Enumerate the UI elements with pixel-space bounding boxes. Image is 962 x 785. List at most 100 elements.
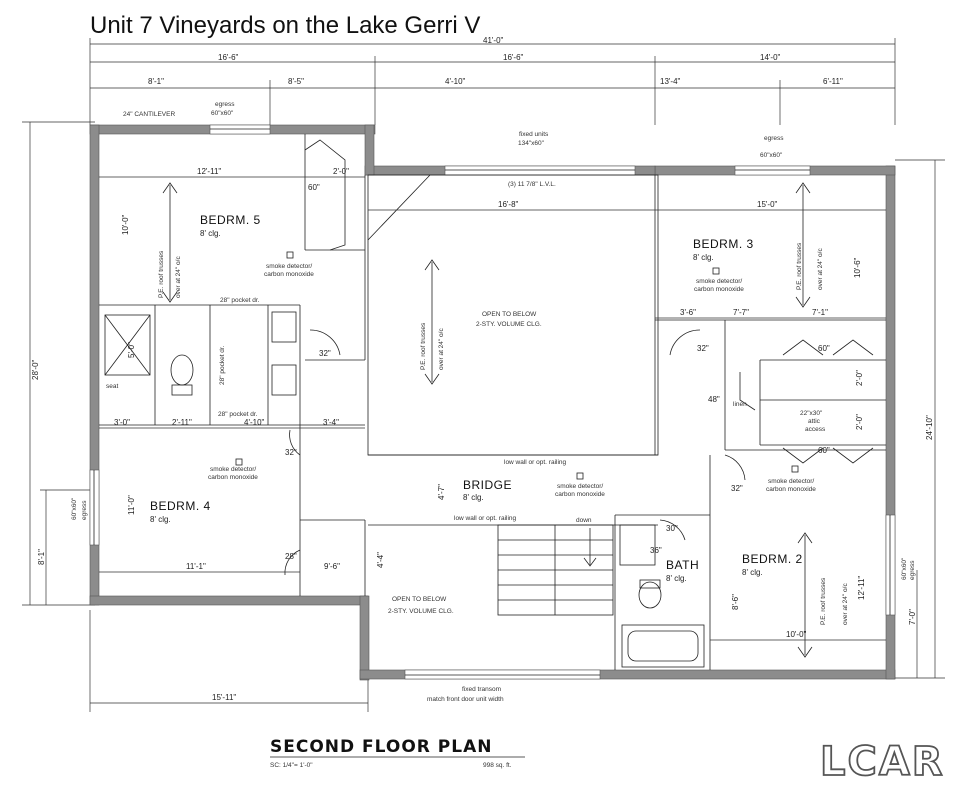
note-truss-4: P.E. roof trusses: [820, 577, 827, 625]
note-attic-access: access: [805, 426, 826, 433]
dim-b3-b: 7'-7": [733, 308, 749, 317]
note-transom: fixed transom: [462, 686, 501, 693]
dim-right-height: 24'-10": [925, 415, 934, 440]
plan-scale: SC: 1/4"= 1'-0": [270, 762, 313, 769]
dim-door-48: 48": [708, 395, 720, 404]
note-smoke-4: smoke detector/: [557, 483, 603, 490]
note-open-below-1: OPEN TO BELOW: [482, 311, 537, 318]
note-lvl: (3) 11 7/8" L.V.L.: [508, 181, 556, 188]
dim-top-a: 16'-6": [218, 53, 239, 62]
dim-sub-d: 13'-4": [660, 77, 681, 86]
dim-b2-height: 12'-11": [857, 576, 866, 600]
note-truss-1b: over at 24" o/c: [175, 256, 182, 298]
note-truss-2: P.E. roof trusses: [420, 322, 427, 370]
dim-bath-c: 4'-10": [244, 418, 265, 427]
note-smoke-1: smoke detector/: [266, 263, 312, 270]
note-smoke-1b: carbon monoxide: [264, 271, 314, 278]
closet-doors: [739, 339, 874, 464]
dim-left-height: 28'-0": [31, 359, 40, 380]
dim-top-c: 14'-0": [760, 53, 781, 62]
room-bedrm4-ceiling: 8' clg.: [150, 515, 171, 524]
note-egress-right-size: 60"x60": [760, 152, 783, 159]
note-open-below-1b: 2-STY. VOLUME CLG.: [476, 321, 542, 328]
dim-closet-b4: 9'-6": [324, 562, 340, 571]
dim-hall-a: 3'-4": [323, 418, 339, 427]
dim-sub-e: 6'-11": [823, 77, 843, 86]
dim-b4-width: 11'-1": [186, 562, 206, 571]
note-attic: attic: [808, 418, 821, 425]
room-bridge-ceiling: 8' clg.: [463, 493, 484, 502]
note-smoke-3b: carbon monoxide: [208, 474, 258, 481]
note-pocket-1: 28" pocket dr.: [220, 297, 260, 304]
note-egress-left: egress: [81, 500, 88, 520]
room-bedrm5-ceiling: 8' clg.: [200, 229, 221, 238]
room-bedrm3: BEDRM. 3: [693, 237, 754, 251]
note-egress-right: egress: [764, 135, 784, 142]
dim-b4-height: 11'-0": [127, 495, 136, 515]
exterior-walls: [89, 124, 896, 681]
room-bedrm3-ceiling: 8' clg.: [693, 253, 714, 262]
note-fixed-units: fixed units: [519, 131, 549, 138]
note-pocket-2: 28" pocket dr.: [219, 345, 226, 385]
note-truss-1: P.E. roof trusses: [158, 250, 165, 298]
dim-door-28: 28": [285, 552, 297, 561]
dim-bridge-height: 4'-7": [437, 484, 446, 500]
dim-door-36: 36": [650, 546, 662, 555]
note-low-wall-2: low wall or opt. railing: [454, 515, 517, 522]
dim-closet-20b: 2'-0": [855, 414, 864, 430]
dim-sub-b: 8'-5": [288, 77, 304, 86]
plan-title: SECOND FLOOR PLAN: [270, 737, 492, 757]
note-attic-size: 22"x30": [800, 410, 823, 417]
room-bath-ceiling: 8' clg.: [666, 574, 687, 583]
dim-bath-height: 5'-0": [127, 342, 136, 358]
fixtures: [104, 311, 662, 609]
dim-stair-height: 4'-4": [376, 552, 385, 568]
dim-right-low: 7'-0": [908, 609, 917, 625]
note-egress-left-size: 60"x60": [71, 497, 78, 520]
note-egress-top-size: 60"x60": [211, 110, 234, 117]
dim-door-30: 30": [666, 524, 678, 533]
truss-arrows: [162, 182, 813, 658]
note-egress-top: egress: [215, 101, 235, 108]
dim-bottom-width: 15'-11": [212, 693, 236, 702]
dim-door-32a: 32": [319, 349, 331, 358]
dim-b5-height: 10'-0": [121, 214, 130, 235]
note-open-below-2b: 2-STY. VOLUME CLG.: [388, 608, 454, 615]
dim-bath-a: 3'-0": [114, 418, 130, 427]
plan-area: 998 sq. ft.: [483, 762, 512, 769]
note-cantilever: 24" CANTILEVER: [123, 111, 175, 118]
left-dimensions: 28'-0" 8'-1": [22, 121, 95, 606]
dim-b3-c: 7'-1": [812, 308, 828, 317]
right-dimensions: 24'-10" 7'-0": [895, 159, 945, 679]
note-smoke-3: smoke detector/: [210, 466, 256, 473]
note-smoke-5: smoke detector/: [768, 478, 814, 485]
dim-sub-c: 4'-10": [445, 77, 466, 86]
note-fixed-units-size: 134"x60": [518, 140, 545, 147]
room-bedrm2-ceiling: 8' clg.: [742, 568, 763, 577]
room-bedrm4: BEDRM. 4: [150, 499, 211, 513]
note-pocket-3: 28" pocket dr.: [218, 411, 258, 418]
note-truss-3: P.E. roof trusses: [796, 242, 803, 290]
room-bedrm5: BEDRM. 5: [200, 213, 261, 227]
note-truss-3b: over at 24" o/c: [817, 248, 824, 290]
dim-b5-width: 12'-11": [197, 167, 221, 176]
dim-b3-height: 10'-6": [853, 257, 862, 278]
note-smoke-2b: carbon monoxide: [694, 286, 744, 293]
note-egress-right2-size: 60"x60": [901, 557, 908, 580]
dim-top-b: 16'-6": [503, 53, 524, 62]
note-low-wall-1: low wall or opt. railing: [504, 459, 567, 466]
dim-door-32c: 32": [285, 448, 297, 457]
note-truss-2b: over at 24" o/c: [438, 328, 445, 370]
interior-dimensions: 12'-11" 10'-0" 2'-0" 16'-8" 15'-0" 10'-6…: [99, 167, 886, 641]
dim-left-low: 8'-1": [37, 549, 46, 565]
dim-door-32d: 32": [731, 484, 743, 493]
dim-overall-width: 41'-0": [483, 36, 504, 45]
note-smoke-2: smoke detector/: [696, 278, 742, 285]
lcar-logo: LCAR: [820, 739, 945, 785]
dim-sub-a: 8'-1": [148, 77, 164, 86]
dim-bath2-height: 8'-6": [731, 594, 740, 610]
dim-closet-20a: 2'-0": [855, 370, 864, 386]
dim-door-60b: 60": [818, 344, 830, 353]
note-smoke-4b: carbon monoxide: [555, 491, 605, 498]
